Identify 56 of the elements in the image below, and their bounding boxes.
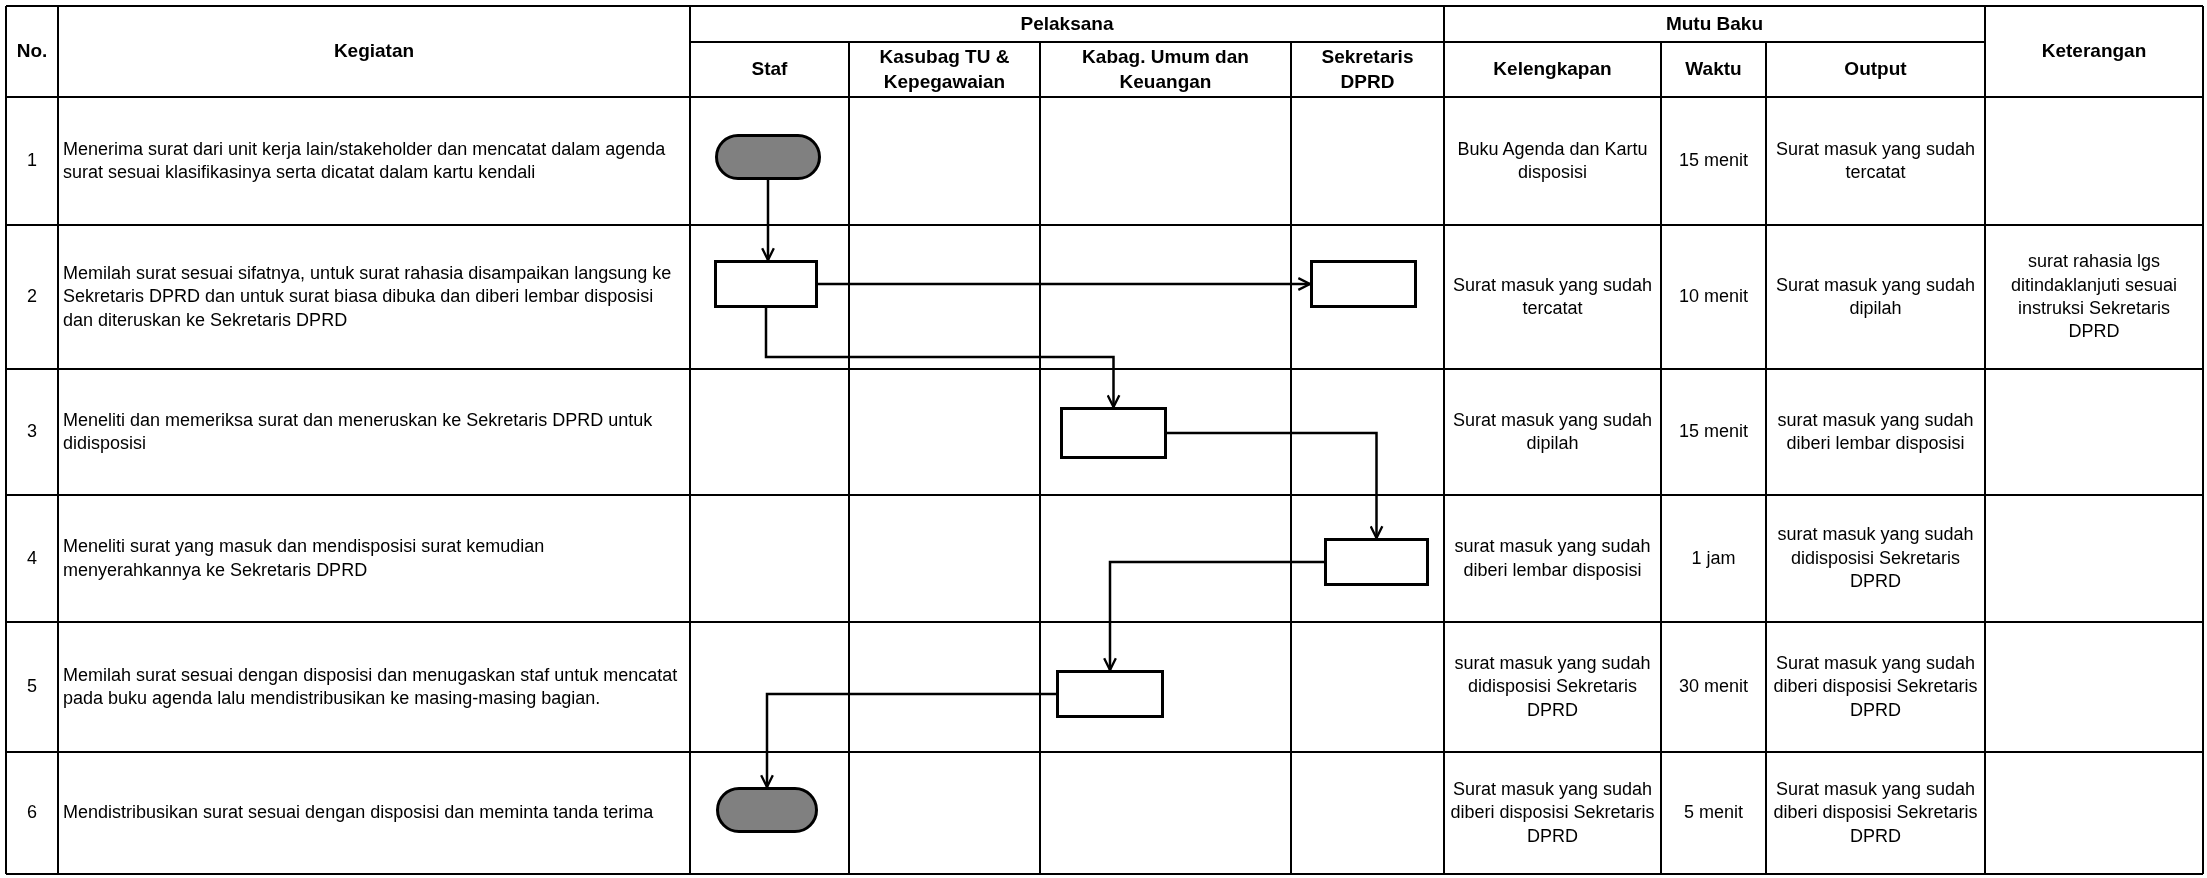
- column-header: Kasubag TU & Kepegawaian: [878, 44, 1011, 94]
- output-text: Surat masuk yang sudah tercatat: [1774, 137, 1977, 184]
- column-header: Kegiatan: [333, 39, 415, 64]
- process-box: [1056, 670, 1164, 718]
- activity-description: Memilah surat sesuai dengan disposisi dan menugaskan staf untuk mencatat pada buku agenda lalu mendistribusikan ke masing-masing bagian.: [63, 663, 679, 710]
- column-header: Waktu: [1685, 57, 1742, 82]
- flow-arrow: [818, 277, 1312, 291]
- note-text: surat rahasia lgs ditindaklanjuti sesuai instruksi Sekretaris DPRD: [2009, 250, 2179, 344]
- column-header: Output: [1844, 57, 1907, 82]
- column-header: Keterangan: [2041, 39, 2147, 64]
- row-number: 6: [27, 801, 37, 825]
- row-number: 3: [27, 420, 37, 444]
- duration-text: 1 jam: [1691, 546, 1736, 570]
- process-box: [1324, 538, 1429, 586]
- requirement-text: Surat masuk yang sudah tercatat: [1451, 273, 1654, 320]
- duration-text: 15 menit: [1678, 149, 1748, 173]
- activity-description: Meneliti dan memeriksa surat dan meneruskan ke Sekretaris DPRD untuk didisposisi: [63, 408, 654, 455]
- column-header: No.: [16, 39, 48, 64]
- column-header: Sekretaris DPRD: [1320, 44, 1415, 94]
- activity-description: Memilah surat sesuai sifatnya, untuk surat rahasia disampaikan langsung ke Sekretaris DPRD dan untuk surat biasa dibuka dan diberi lembar disposisi dan diteruskan ke Sekretaris DPRD: [63, 261, 673, 332]
- row-number: 2: [27, 285, 37, 309]
- activity-description: Mendistribusikan surat sesuai dengan disposisi dan meminta tanda terima: [63, 801, 654, 825]
- flow-arrow: [1103, 560, 1324, 672]
- process-box: [1310, 260, 1417, 308]
- activity-description: Menerima surat dari unit kerja lain/stakeholder dan mencatat dalam agenda surat sesuai klasifikasinya serta dicatat dalam kartu kendali: [63, 137, 667, 184]
- process-box: [1060, 407, 1167, 459]
- output-text: Surat masuk yang sudah dipilah: [1774, 273, 1977, 320]
- output-text: Surat masuk yang sudah diberi disposisi Sekretaris DPRD: [1772, 777, 1979, 848]
- column-header: Kelengkapan: [1493, 57, 1612, 82]
- activity-description: Meneliti surat yang masuk dan mendisposisi surat kemudian menyerahkannya ke Sekretaris DPRD: [63, 535, 546, 582]
- process-box: [714, 260, 818, 308]
- terminator-shape: [716, 787, 818, 833]
- requirement-text: Surat masuk yang sudah diberi disposisi Sekretaris DPRD: [1449, 777, 1656, 848]
- output-text: surat masuk yang sudah didisposisi Sekretaris DPRD: [1776, 523, 1975, 594]
- row-number: 5: [27, 675, 37, 699]
- duration-text: 5 menit: [1684, 801, 1743, 825]
- requirement-text: surat masuk yang sudah didisposisi Sekretaris DPRD: [1453, 651, 1652, 722]
- column-header: Pelaksana: [1020, 11, 1114, 36]
- duration-text: 15 menit: [1678, 420, 1748, 444]
- duration-text: 10 menit: [1678, 285, 1748, 309]
- requirement-text: Buku Agenda dan Kartu disposisi: [1456, 137, 1649, 184]
- flow-arrow: [760, 692, 1056, 789]
- output-text: Surat masuk yang sudah diberi disposisi Sekretaris DPRD: [1772, 651, 1979, 722]
- column-header: Mutu Baku: [1665, 11, 1764, 36]
- column-header: Staf: [751, 57, 788, 82]
- row-number: 1: [27, 149, 37, 173]
- row-number: 4: [27, 546, 37, 570]
- requirement-text: surat masuk yang sudah diberi lembar disposisi: [1453, 535, 1652, 582]
- flow-arrow: [761, 180, 775, 262]
- flow-arrow: [764, 308, 1121, 409]
- terminator-shape: [715, 134, 821, 180]
- flow-arrow: [1167, 431, 1384, 540]
- output-text: surat masuk yang sudah diberi lembar disposisi: [1776, 408, 1975, 455]
- requirement-text: Surat masuk yang sudah dipilah: [1451, 408, 1654, 455]
- column-header: Kabag. Umum dan Keuangan: [1081, 44, 1250, 94]
- duration-text: 30 menit: [1678, 675, 1748, 699]
